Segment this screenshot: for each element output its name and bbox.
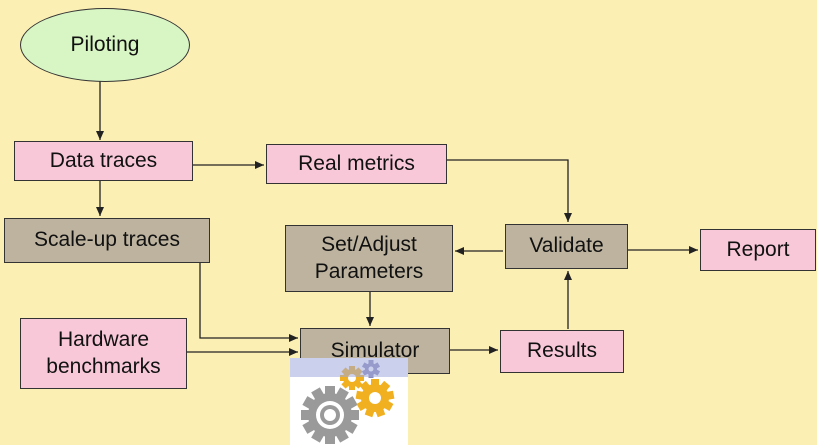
node-data-traces: Data traces [14,141,193,181]
gear-grey [301,386,359,444]
node-report-label: Report [726,237,790,261]
simulator-overlay-band [290,358,408,377]
gear-orange-large [355,379,395,418]
node-hardware-benchmarks: Hardware benchmarks [20,318,187,389]
node-set-adjust-parameters-label: Set/Adjust Parameters [314,233,424,283]
node-set-adjust-parameters: Set/Adjust Parameters [285,225,453,292]
node-piloting: Piloting [20,8,190,82]
node-validate-label: Validate [529,234,604,258]
node-piloting-label: Piloting [70,33,140,56]
node-data-traces-label: Data traces [49,148,158,172]
node-simulator-label: Simulator [330,339,420,362]
node-real-metrics: Real metrics [266,144,447,184]
node-results-label: Results [526,339,598,363]
node-scaleup-traces: Scale-up traces [4,218,210,263]
node-validate: Validate [505,224,628,269]
node-scaleup-traces-label: Scale-up traces [34,228,180,252]
arrow-scaleup-to-simulator [199,263,298,342]
node-real-metrics-label: Real metrics [298,151,415,175]
node-hardware-benchmarks-label: Hardware benchmarks [46,328,161,378]
arrow-real-metrics-to-validate [447,159,572,222]
node-results: Results [500,330,624,373]
node-report: Report [700,229,816,271]
